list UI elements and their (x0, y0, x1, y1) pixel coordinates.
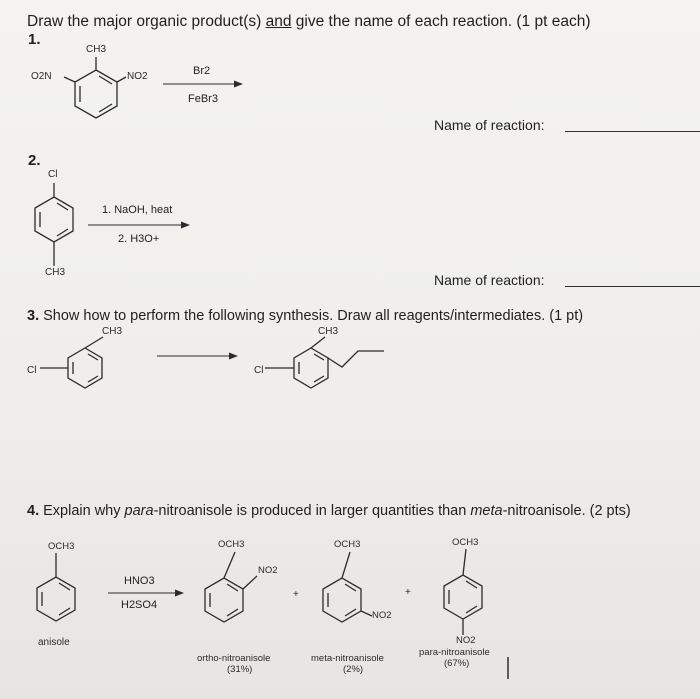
q2-name-of-reaction-label: Name of reaction: (434, 272, 545, 288)
q2-reagent-h3o: 2. H3O+ (118, 233, 160, 245)
q4-anisole-och3-label: OCH3 (48, 541, 75, 552)
question-4-text: Explain why (39, 503, 125, 519)
question-3-text: Show how to perform the following synthe… (39, 308, 584, 324)
q4-para-ring (443, 548, 483, 635)
q3-start-ch3-label: CH3 (102, 326, 123, 337)
q3-start-benzene-ring (40, 336, 104, 389)
q2-cl-label: Cl (48, 169, 58, 180)
q4-plus-2: + (405, 587, 411, 598)
question-2-number: 2. (28, 152, 41, 169)
q4-meta-och3-label: OCH3 (334, 539, 361, 550)
q2-ch3-label: CH3 (45, 267, 66, 278)
question-4-prompt: 4. Explain why para-nitroanisole is prod… (27, 504, 631, 519)
page-title: Draw the major organic product(s) and gi… (27, 14, 590, 30)
q1-no2-label: NO2 (127, 71, 148, 82)
q3-product-benzene-ring (265, 336, 384, 389)
q4-meta-no2-label: NO2 (372, 610, 392, 621)
q2-answer-blank[interactable] (565, 286, 700, 287)
question-3-prompt: 3. Show how to perform the following syn… (27, 309, 583, 324)
q1-o2n-label: O2N (31, 71, 52, 82)
q4-meta-ring (322, 551, 373, 623)
q3-synthesis-arrow (157, 352, 238, 360)
question-1-number: 1. (28, 31, 41, 48)
q4-meta-name: meta-nitroanisole (311, 653, 384, 664)
title-part: give the name of each reaction. (1 pt ea… (291, 13, 591, 30)
q2-reaction-arrow (88, 221, 190, 229)
q4-anisole-ring (36, 553, 76, 622)
question-3-number: 3. (27, 308, 40, 324)
question-4-italic-meta: meta (470, 503, 503, 519)
q4-para-name: para-nitroanisole (419, 647, 490, 658)
q1-answer-blank[interactable] (565, 131, 700, 132)
q2-benzene-ring (34, 183, 74, 266)
q2-reagent-naoh: 1. NaOH, heat (102, 204, 173, 216)
q1-ch3-label: CH3 (86, 44, 107, 55)
q3-product-ch3-label: CH3 (318, 326, 339, 337)
question-4-text: -nitroanisole. (2 pts) (502, 503, 631, 519)
q4-ortho-ring (204, 551, 258, 623)
title-part: Draw the major organic product(s) (27, 13, 266, 30)
q4-ortho-name: ortho-nitroanisole (197, 653, 271, 664)
q4-reagent-h2so4: H2SO4 (121, 599, 158, 611)
q1-reagent-febr3: FeBr3 (188, 93, 218, 105)
q4-para-och3-label: OCH3 (452, 537, 479, 548)
q3-start-cl-label: Cl (27, 365, 37, 376)
q3-product-cl-label: Cl (254, 365, 264, 376)
q4-reaction-arrow (108, 589, 184, 597)
q4-reagent-hno3: HNO3 (124, 575, 155, 587)
q4-ortho-yield: (31%) (227, 664, 253, 675)
q1-name-of-reaction-label: Name of reaction: (434, 117, 545, 133)
q1-benzene-ring (63, 57, 127, 119)
q4-para-no2-label: NO2 (456, 635, 476, 646)
q4-meta-yield: (2%) (343, 664, 364, 675)
q4-para-yield: (67%) (444, 658, 470, 669)
question-4-number: 4. (27, 503, 40, 519)
question-4-text: -nitroanisole is produced in larger quan… (153, 503, 471, 519)
q4-ortho-no2-label: NO2 (258, 565, 278, 576)
q4-ortho-och3-label: OCH3 (218, 539, 245, 550)
question-4-italic-para: para (124, 503, 154, 519)
title-underlined-word: and (265, 13, 292, 30)
q1-reaction-arrow (163, 80, 243, 88)
q4-anisole-name: anisole (38, 637, 70, 648)
q1-reagent-br2: Br2 (193, 65, 211, 77)
q4-plus-1: + (293, 589, 299, 600)
